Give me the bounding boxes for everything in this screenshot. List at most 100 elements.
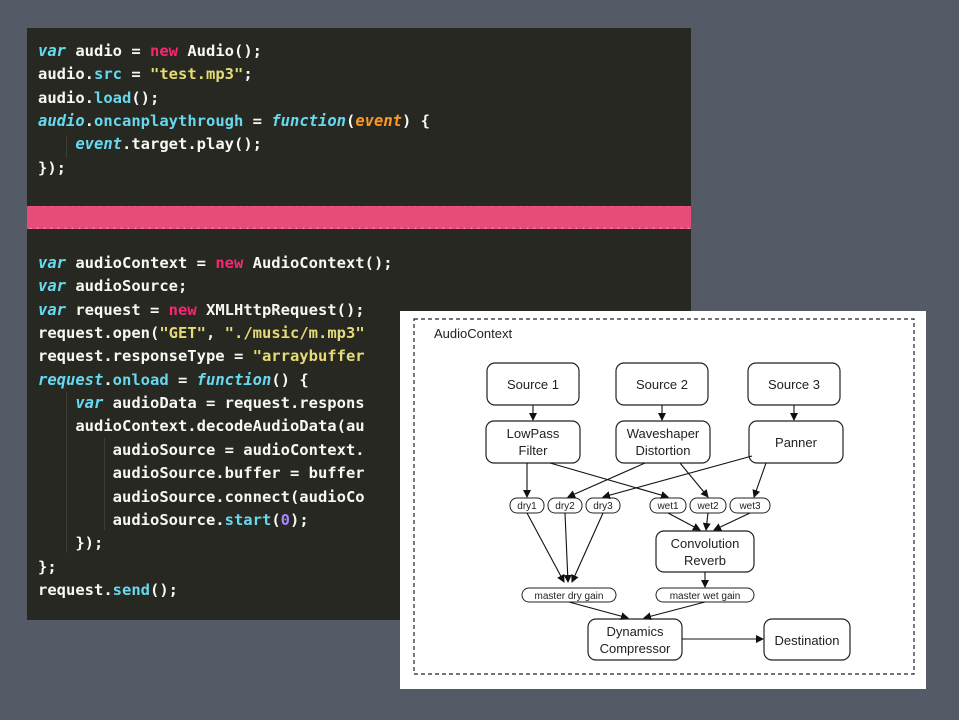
audio-graph-diagram: AudioContext Source 1 Source 2 Source 3 … xyxy=(400,311,926,689)
dry3-gain: dry3 xyxy=(585,497,621,514)
code-token xyxy=(38,135,75,153)
master-dry-gain: master dry gain xyxy=(521,587,617,603)
code-token: = xyxy=(168,370,197,389)
code-token: var xyxy=(38,42,66,60)
code-token: = xyxy=(243,112,272,131)
code-token: event xyxy=(355,112,402,131)
edge-waveshaper-dry2 xyxy=(567,462,646,498)
source-1-node: Source 1 xyxy=(486,362,580,406)
wet2-gain: wet2 xyxy=(689,497,727,514)
dry1-gain: dry1 xyxy=(509,497,545,514)
edge-dry3-masterdry xyxy=(571,512,604,583)
convolution-label-2: Reverb xyxy=(684,553,726,568)
lowpass-label-2: Filter xyxy=(519,443,549,458)
code-token: new xyxy=(150,42,178,60)
code-token: audio xyxy=(38,112,85,131)
code-token: ( xyxy=(271,510,281,529)
code-line: audio.load(); xyxy=(38,87,159,110)
edge-lowpass-wet1 xyxy=(549,462,669,499)
code-line: request.onload = function() { xyxy=(38,369,309,392)
edge-wet3-reverb xyxy=(713,512,751,531)
code-line: var audio = new Audio(); xyxy=(38,40,262,63)
code-token: onload xyxy=(112,370,169,389)
code-token: request = xyxy=(66,300,169,319)
edge-masterdry-compressor xyxy=(568,601,629,621)
source-3-label: Source 3 xyxy=(768,377,820,392)
code-line: var audioSource; xyxy=(38,275,187,298)
code-token: send xyxy=(112,580,150,599)
lowpass-filter-node: LowPass Filter xyxy=(485,420,581,464)
code-token: request xyxy=(38,370,104,389)
code-line: }; xyxy=(38,556,57,579)
code-token: event xyxy=(75,135,122,154)
wet1-label: wet1 xyxy=(656,501,679,512)
code-token: .target.play(); xyxy=(122,135,262,154)
code-token: function xyxy=(271,112,346,131)
waveshaper-label-1: Waveshaper xyxy=(627,426,700,441)
code-token: XMLHttpRequest(); xyxy=(196,300,365,319)
code-line: audioSource.start(0); xyxy=(38,509,309,532)
code-token: audio. xyxy=(38,88,94,107)
code-token: new xyxy=(168,300,197,319)
code-token: audioSource.connect(audioCo xyxy=(38,487,365,506)
code-token: var xyxy=(38,254,66,272)
edge-panner-wet3 xyxy=(752,462,767,498)
code-token: src xyxy=(94,65,122,84)
lowpass-label-1: LowPass xyxy=(507,426,560,441)
code-token: "./music/m.mp3" xyxy=(224,324,365,343)
convolution-label-1: Convolution xyxy=(671,536,740,551)
edge-masterwet-compressor xyxy=(643,601,706,621)
code-token: ); xyxy=(290,510,309,529)
waveshaper-label-2: Distortion xyxy=(636,443,691,458)
code-token: audioData = request.respons xyxy=(103,394,365,413)
diagram-edges xyxy=(523,405,798,643)
code-line: }); xyxy=(38,532,103,555)
dry1-label: dry1 xyxy=(517,501,537,512)
wet2-label: wet2 xyxy=(696,501,719,512)
code-token: "test.mp3" xyxy=(150,65,244,84)
code-line: var request = new XMLHttpRequest(); xyxy=(38,299,365,322)
code-token: Audio(); xyxy=(178,42,262,60)
code-token: () { xyxy=(271,370,309,389)
code-token: audioContext = xyxy=(66,254,216,272)
edge-panner-dry3 xyxy=(602,455,753,499)
pink-divider xyxy=(27,206,691,229)
code-token: audio. xyxy=(38,65,94,84)
code-token: var xyxy=(38,300,66,319)
audiocontext-label: AudioContext xyxy=(434,326,512,341)
dry3-label: dry3 xyxy=(593,501,613,512)
code-token: ) { xyxy=(402,112,430,131)
code-token: start xyxy=(224,510,272,529)
code-line: audioContext.decodeAudioData(au xyxy=(38,415,365,438)
code-token: audioContext.decodeAudioData(au xyxy=(38,417,365,436)
destination-node: Destination xyxy=(763,618,851,661)
code-token: oncanplaythrough xyxy=(94,112,244,131)
code-token xyxy=(38,394,75,412)
panner-label: Panner xyxy=(775,435,818,450)
code-token: (); xyxy=(131,88,160,107)
dynamics-compressor-node: Dynamics Compressor xyxy=(587,618,683,661)
code-token: request. xyxy=(38,580,113,599)
master-wet-gain: master wet gain xyxy=(655,587,755,603)
code-line: audio.src = "test.mp3"; xyxy=(38,63,253,86)
edge-wet1-reverb xyxy=(667,512,701,531)
edge-dry1-masterdry xyxy=(526,512,565,583)
code-line: event.target.play(); xyxy=(38,133,262,156)
code-token: audioSource = audioContext. xyxy=(38,440,365,459)
wet1-gain: wet1 xyxy=(649,497,687,514)
source-1-label: Source 1 xyxy=(507,377,559,392)
code-token: ( xyxy=(345,112,356,131)
code-token: 0 xyxy=(280,510,290,529)
dry2-gain: dry2 xyxy=(547,497,583,514)
source-2-label: Source 2 xyxy=(636,377,688,392)
code-token: var xyxy=(38,277,66,296)
code-token: load xyxy=(94,88,132,107)
source-3-node: Source 3 xyxy=(747,362,841,406)
code-token: AudioContext(); xyxy=(243,254,393,272)
edge-waveshaper-wet2 xyxy=(679,462,709,498)
indent-guide xyxy=(104,438,105,530)
code-token: }); xyxy=(38,534,104,553)
dry2-label: dry2 xyxy=(555,501,575,512)
code-token: request.open( xyxy=(38,324,160,343)
convolution-reverb-node: Convolution Reverb xyxy=(655,530,755,573)
